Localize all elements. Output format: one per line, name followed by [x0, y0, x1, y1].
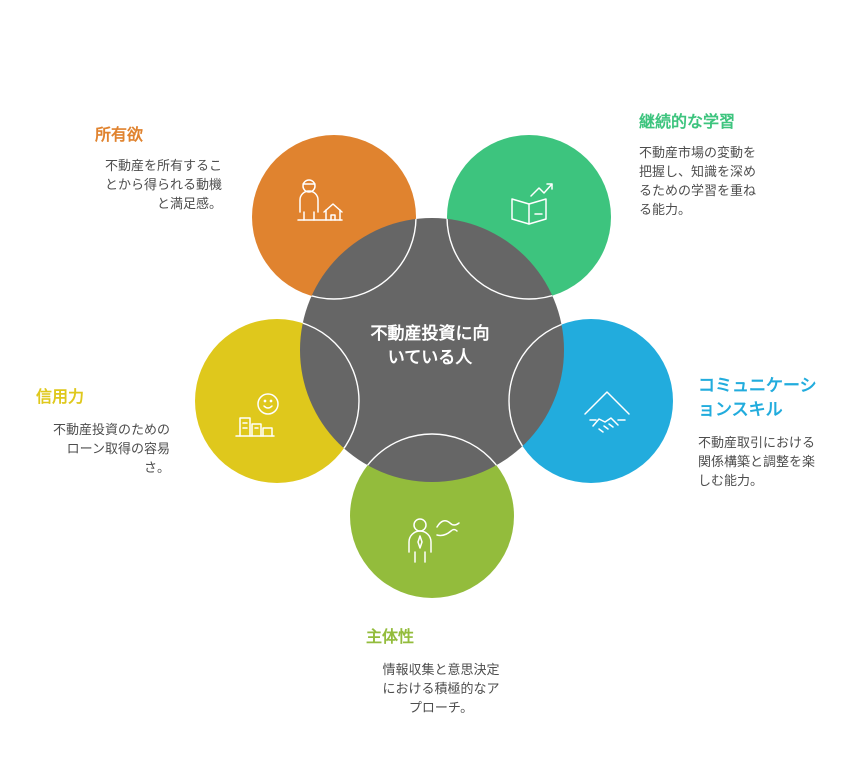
learning-label: 継続的な学習 不動産市場の変動を 把握し、知識を深め るための学習を重ね る能力… — [639, 110, 859, 220]
communication-description: 不動産取引における 関係構築と調整を楽 しむ能力。 — [698, 436, 816, 489]
learning-title: 継続的な学習 — [639, 112, 736, 131]
ownership-label: 所有欲 不動産を所有するこ とから得られる動機 と満足感。 — [40, 123, 222, 214]
center-label-line1: 不動産投資に向 — [370, 324, 490, 344]
learning-description: 不動産市場の変動を 把握し、知識を深め るための学習を重ね る能力。 — [639, 146, 757, 218]
handshake-house-icon — [584, 391, 630, 433]
smile-building-icon — [235, 393, 279, 437]
initiative-title: 主体性 — [366, 627, 415, 646]
center-label-line2: いている人 — [387, 348, 473, 368]
initiative-label: 主体性 情報収集と意思決定 における積極的なア プローチ。 — [366, 625, 516, 718]
book-growth-icon — [511, 183, 553, 225]
overlap-arcs — [300, 218, 564, 482]
credit-label: 信用力 不動産投資のための ローン取得の容易 さ。 — [10, 385, 170, 478]
center-circle — [300, 218, 564, 482]
credit-description: 不動産投資のための ローン取得の容易 さ。 — [52, 423, 170, 476]
communication-label: コミュニケーシ ョンスキル 不動産取引における 関係構築と調整を楽 しむ能力。 — [698, 374, 863, 491]
ownership-title: 所有欲 — [95, 125, 144, 144]
person-house-icon — [297, 179, 343, 221]
initiative-description: 情報収集と意思決定 における積極的なア プローチ。 — [382, 663, 500, 716]
credit-title: 信用力 — [36, 387, 85, 406]
center-label: 不動産投資に向 いている人 — [330, 322, 530, 370]
communication-title: コミュニケーシ ョンスキル — [698, 376, 817, 420]
person-speaking-icon — [408, 518, 460, 563]
ownership-description: 不動産を所有するこ とから得られる動機 と満足感。 — [104, 159, 222, 212]
